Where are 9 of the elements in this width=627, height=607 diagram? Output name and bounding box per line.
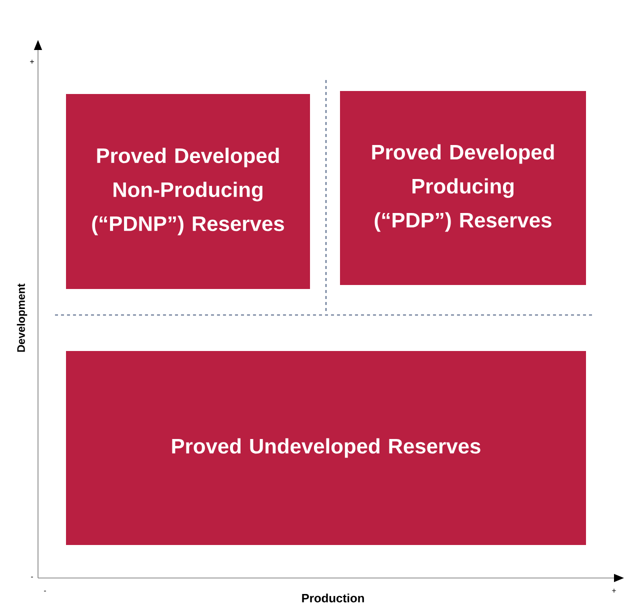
axis-title: Development: [16, 284, 28, 352]
reserve-box: Proved Undeveloped Reserves: [66, 351, 586, 545]
axis-sign: +: [30, 60, 34, 64]
axis-title: Production: [302, 594, 364, 602]
axis-sign: +: [612, 588, 616, 593]
reserve-box: Proved Developed Non-Producing (“PDNP”) Reserves: [66, 94, 310, 289]
axis-sign: -: [31, 576, 33, 578]
axis-sign: -: [44, 590, 46, 592]
reserve-box: Proved Developed Producing (“PDP”) Reserves: [340, 91, 586, 285]
